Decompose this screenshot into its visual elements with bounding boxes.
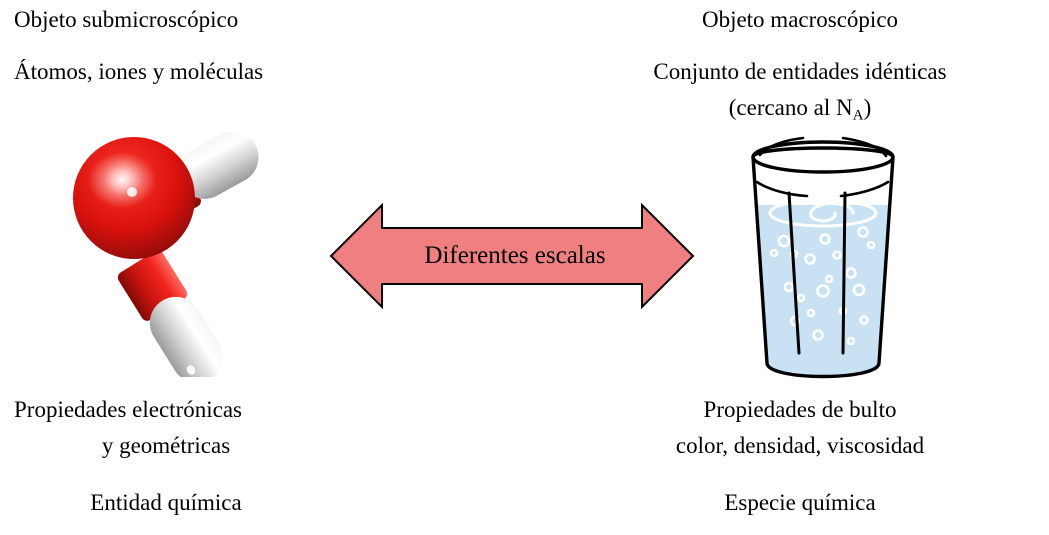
glass-interior-lines <box>787 191 847 355</box>
double-headed-arrow-icon <box>329 202 695 310</box>
hydrogen-arm-left <box>117 250 223 383</box>
water-bubbles <box>769 226 876 346</box>
right-subheading-line1: Conjunto de entidades idénticas <box>653 59 947 84</box>
avogadro-prefix: (cercano al N <box>728 95 853 120</box>
oxygen-glint <box>127 187 137 197</box>
water-molecule-figure <box>40 131 290 383</box>
glass-of-water-figure <box>733 135 913 393</box>
glass-rim <box>751 140 895 174</box>
glass-of-water-icon <box>751 136 895 379</box>
left-caption-line1: Propiedades electrónicas <box>14 397 242 422</box>
avogadro-suffix: ) <box>863 95 872 120</box>
glass-rim-highlight <box>755 136 890 198</box>
right-heading: Objeto macroscópico <box>701 7 899 32</box>
water-molecule-icon <box>73 131 259 383</box>
left-subheading: Átomos, iones y moléculas <box>14 59 264 84</box>
different-scales-arrow: Diferentes escalas <box>328 200 696 312</box>
avogadro-subscript: A <box>852 106 864 124</box>
right-caption-line2: color, densidad, viscosidad <box>675 433 925 458</box>
water-surface-swirl <box>768 198 878 228</box>
right-footer: Especie química <box>724 490 876 515</box>
right-caption-line1: Propiedades de bulto <box>703 397 897 422</box>
glass-outline <box>751 146 895 379</box>
left-footer: Entidad química <box>90 490 242 515</box>
left-caption-line2: y geométricas <box>101 433 231 458</box>
oxygen-specular-highlight <box>88 152 156 208</box>
water-body <box>753 198 893 377</box>
right-subheading-line2: (cercano al NA) <box>729 96 872 123</box>
left-heading: Objeto submicroscópico <box>14 7 239 32</box>
